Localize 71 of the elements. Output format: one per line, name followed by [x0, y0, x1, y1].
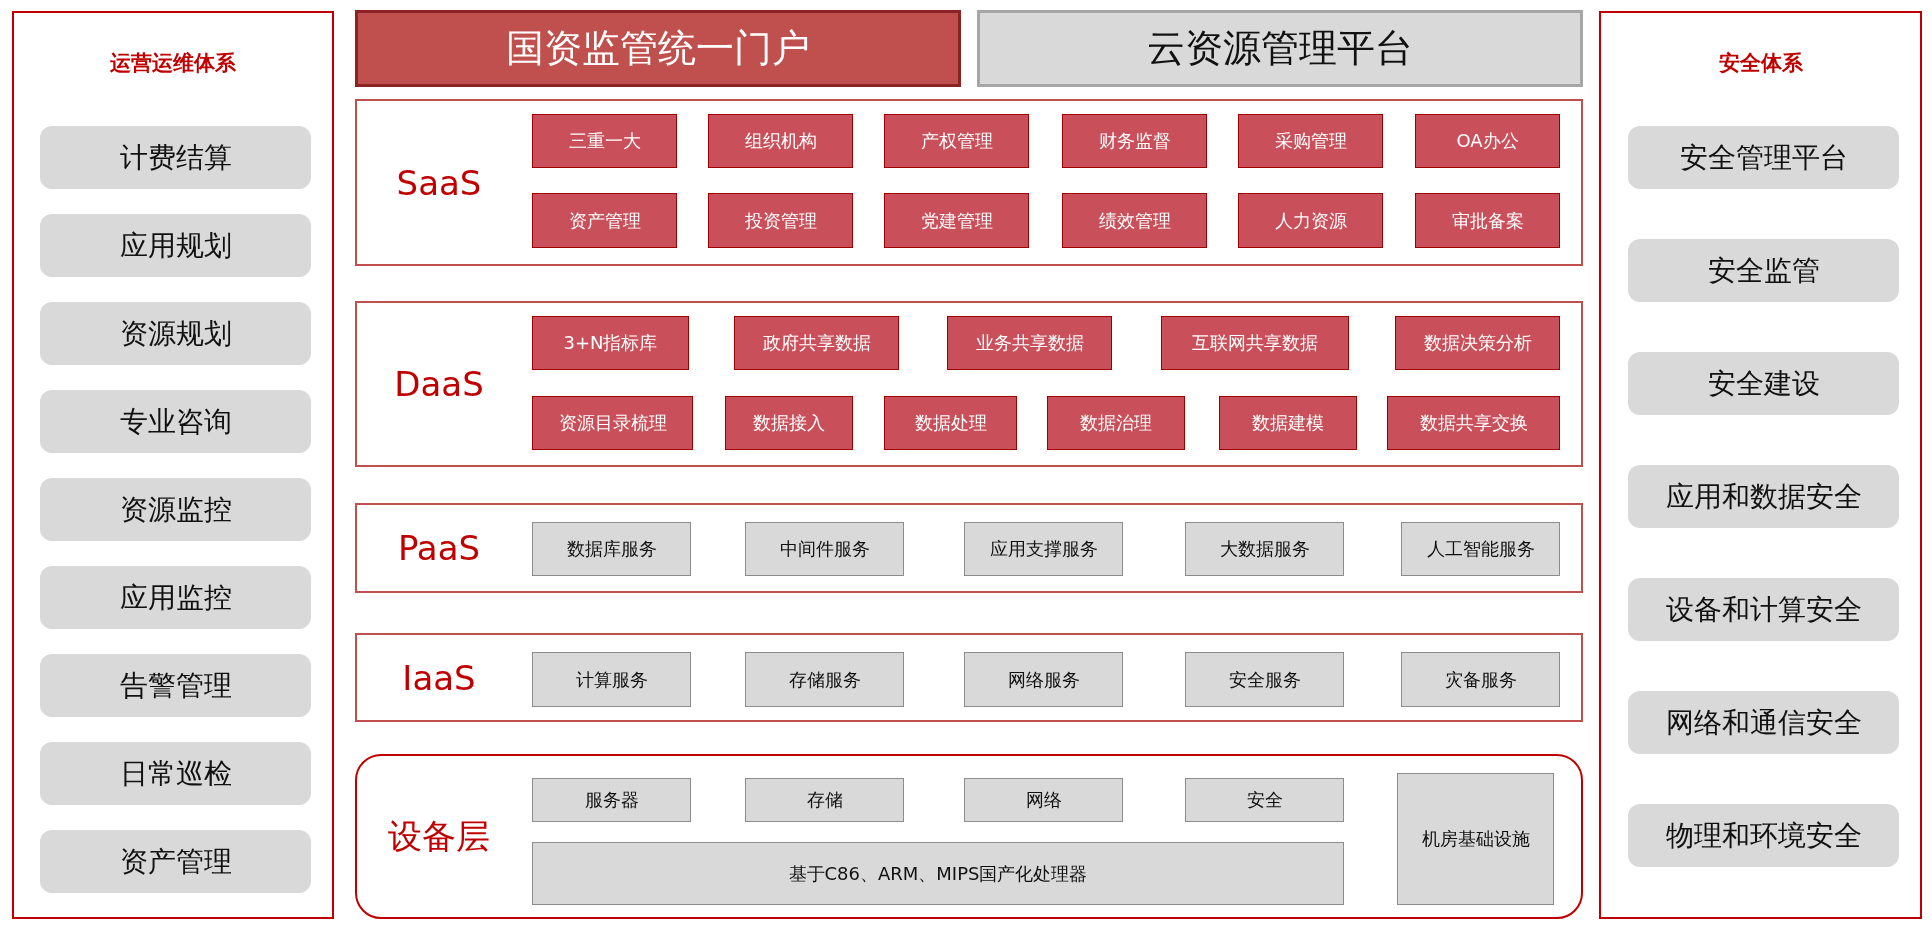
service-box: 服务器: [532, 778, 691, 822]
layer-label: PaaS: [396, 527, 482, 570]
item-box: 资源规划: [40, 302, 311, 365]
service-box: 安全: [1185, 778, 1344, 822]
service-box: 互联网共享数据: [1161, 316, 1349, 370]
service-box: 投资管理: [708, 193, 853, 248]
layer-panel: [355, 99, 1583, 266]
service-box: 审批备案: [1415, 193, 1560, 248]
item-box: 计费结算: [40, 126, 311, 189]
item-box: 日常巡检: [40, 742, 311, 805]
service-box: 机房基础设施: [1397, 773, 1554, 905]
service-box: OA办公: [1415, 114, 1560, 168]
service-box: 数据决策分析: [1395, 316, 1560, 370]
panel-title: 安全体系: [1717, 50, 1804, 77]
layer-label: 设备层: [387, 814, 491, 858]
item-box: 应用监控: [40, 566, 311, 629]
layer-panel: [355, 754, 1583, 919]
service-box: 网络: [964, 778, 1123, 822]
service-box: 采购管理: [1238, 114, 1383, 168]
service-box: 政府共享数据: [734, 316, 899, 370]
service-box: 计算服务: [532, 652, 691, 707]
portal-bar: 国资监管统一门户: [355, 10, 961, 87]
service-box: 数据处理: [884, 396, 1017, 450]
service-box: 数据治理: [1047, 396, 1185, 450]
item-box: 设备和计算安全: [1628, 578, 1899, 641]
layer-label: SaaS: [395, 161, 483, 205]
panel-title: 运营运维体系: [109, 50, 237, 77]
service-box: 数据接入: [725, 396, 853, 450]
service-box: 财务监督: [1062, 114, 1207, 168]
service-box: 数据库服务: [532, 522, 691, 576]
service-box: 产权管理: [884, 114, 1029, 168]
item-box: 告警管理: [40, 654, 311, 717]
service-box: 灾备服务: [1401, 652, 1560, 707]
service-box: 资源目录梳理: [532, 396, 693, 450]
item-box: 应用规划: [40, 214, 311, 277]
service-box: 存储服务: [745, 652, 904, 707]
service-box: 存储: [745, 778, 904, 822]
service-box: 网络服务: [964, 652, 1123, 707]
item-box: 资产管理: [40, 830, 311, 893]
item-box: 资源监控: [40, 478, 311, 541]
item-box: 网络和通信安全: [1628, 691, 1899, 754]
service-box: 人力资源: [1238, 193, 1383, 248]
layer-label: IaaS: [401, 656, 477, 700]
service-box: 数据建模: [1219, 396, 1357, 450]
layer-panel: [355, 503, 1583, 593]
item-box: 应用和数据安全: [1628, 465, 1899, 528]
side-panel: [12, 11, 334, 919]
service-box: 组织机构: [708, 114, 853, 168]
side-panel: [1599, 11, 1922, 919]
service-box: 大数据服务: [1185, 522, 1344, 576]
service-box: 数据共享交换: [1387, 396, 1560, 450]
service-box: 绩效管理: [1062, 193, 1207, 248]
item-box: 安全管理平台: [1628, 126, 1899, 189]
service-box: 中间件服务: [745, 522, 904, 576]
layer-label: DaaS: [393, 363, 485, 406]
item-box: 安全建设: [1628, 352, 1899, 415]
service-box: 3+N指标库: [532, 316, 689, 370]
service-box: 业务共享数据: [947, 316, 1112, 370]
service-box: 基于C86、ARM、MIPS国产化处理器: [532, 842, 1344, 905]
platform-bar: 云资源管理平台: [977, 10, 1583, 87]
item-box: 专业咨询: [40, 390, 311, 453]
service-box: 人工智能服务: [1401, 522, 1560, 576]
layer-panel: [355, 301, 1583, 467]
item-box: 物理和环境安全: [1628, 804, 1899, 867]
service-box: 三重一大: [532, 114, 677, 168]
service-box: 党建管理: [884, 193, 1029, 248]
item-box: 安全监管: [1628, 239, 1899, 302]
layer-panel: [355, 633, 1583, 722]
service-box: 应用支撑服务: [964, 522, 1123, 576]
service-box: 安全服务: [1185, 652, 1344, 707]
service-box: 资产管理: [532, 193, 677, 248]
